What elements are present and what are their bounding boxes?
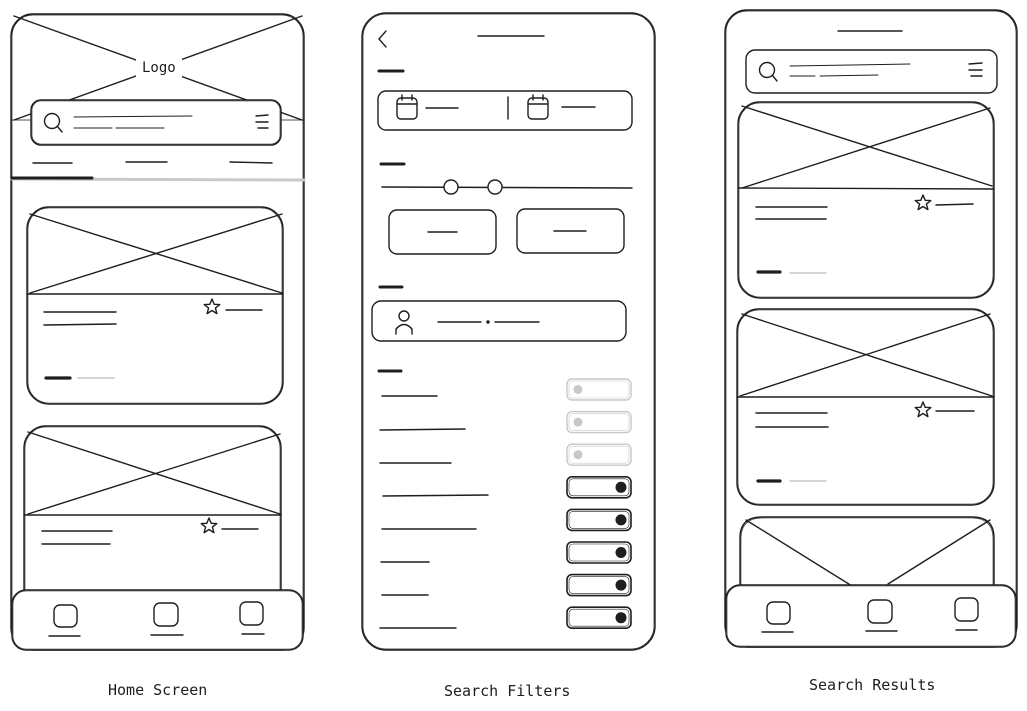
user-icon — [395, 310, 413, 335]
amenity-options — [379, 395, 489, 629]
nav-home-icon[interactable] — [48, 604, 81, 637]
slider-handle-min[interactable] — [443, 179, 459, 195]
home-screen-caption: Home Screen — [108, 681, 208, 699]
result-card-2[interactable] — [736, 308, 995, 506]
price-range-slider[interactable] — [381, 179, 633, 195]
star-icon — [914, 194, 932, 211]
nav-search-icon[interactable] — [865, 599, 898, 632]
amenity-toggle-2[interactable] — [566, 410, 632, 434]
amenity-toggle-7[interactable] — [566, 573, 632, 597]
guests-field[interactable] — [371, 300, 627, 342]
home-category-tabs[interactable] — [10, 161, 306, 182]
toggle-knob — [615, 547, 627, 558]
amenity-toggle-6[interactable] — [566, 541, 632, 564]
star-icon — [914, 401, 932, 418]
calendar-icon — [396, 94, 418, 120]
nav-home-icon[interactable] — [761, 601, 794, 633]
star-icon — [200, 517, 218, 534]
toggle-knob — [573, 385, 583, 394]
result-card-3[interactable] — [739, 516, 995, 601]
results-search-bar[interactable] — [745, 49, 998, 94]
card-image-placeholder — [23, 431, 282, 516]
card-image-placeholder — [736, 313, 995, 398]
card-image-placeholder — [737, 105, 995, 190]
amenity-toggle-1[interactable] — [566, 378, 632, 401]
search-results-caption: Search Results — [809, 676, 936, 694]
home-logo: Logo — [142, 60, 176, 76]
search-icon — [758, 61, 778, 82]
max-price-field[interactable] — [516, 208, 625, 254]
filter-icon[interactable] — [968, 62, 983, 77]
toggle-knob — [573, 417, 583, 427]
amenity-toggle-4[interactable] — [566, 475, 632, 499]
amenity-toggle-8[interactable] — [566, 606, 632, 630]
toggle-knob — [615, 579, 627, 591]
results-bottom-nav — [725, 584, 1017, 648]
nav-profile-icon[interactable] — [954, 597, 979, 631]
home-search-bar[interactable] — [30, 99, 282, 146]
toggle-knob — [615, 514, 627, 526]
results-screen-frame — [724, 9, 1018, 648]
home-bottom-nav — [11, 589, 304, 651]
back-arrow-icon[interactable] — [378, 30, 387, 48]
star-icon — [203, 298, 221, 315]
filter-icon[interactable] — [255, 114, 269, 129]
toggle-knob — [615, 612, 627, 624]
result-card-1[interactable] — [737, 101, 995, 299]
nav-search-icon[interactable] — [150, 602, 184, 636]
home-screen-frame: Logo — [10, 13, 306, 651]
card-image-placeholder — [26, 213, 284, 295]
home-listing-card-2[interactable] — [23, 425, 282, 617]
toggle-knob — [615, 481, 627, 493]
amenity-toggles — [566, 378, 632, 630]
search-filters-caption: Search Filters — [444, 682, 571, 700]
toggle-knob — [573, 450, 583, 460]
date-range-field[interactable] — [377, 90, 633, 131]
home-listing-card-1[interactable] — [26, 206, 284, 405]
slider-handle-max[interactable] — [487, 179, 503, 195]
nav-profile-icon[interactable] — [239, 601, 265, 635]
amenity-toggle-3[interactable] — [566, 443, 632, 466]
search-icon — [43, 112, 63, 133]
card-image-placeholder — [745, 519, 991, 587]
min-price-field[interactable] — [388, 209, 497, 255]
filters-screen-frame — [361, 12, 656, 651]
calendar-icon — [527, 94, 549, 120]
amenity-toggle-5[interactable] — [566, 508, 632, 532]
